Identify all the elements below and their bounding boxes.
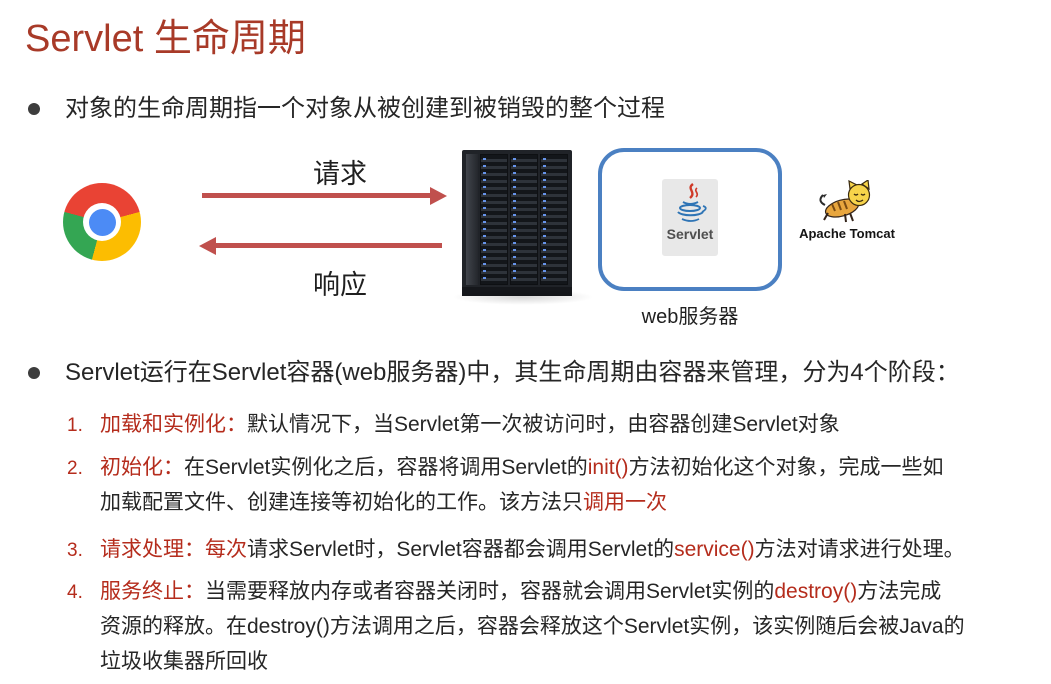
emphasis-text: 请求处理：: [100, 538, 205, 561]
server-rack-cabinet: [510, 154, 538, 285]
server-rack-image: [452, 150, 594, 305]
web-server-box: Servlet: [598, 148, 782, 291]
bullet-dot-icon: [28, 103, 40, 115]
lifecycle-stages: 1. 加载和实例化：默认情况下，当Servlet第一次被访问时，由容器创建Serv…: [67, 407, 1000, 679]
body-text: 方法对请求进行处理。: [754, 538, 965, 561]
body-text: 当需要释放内存或者容器关闭时，容器就会调用Servlet实例的: [205, 580, 775, 603]
body-text: 加载配置文件、创建连接等初始化的工作。该方法只: [100, 491, 583, 514]
emphasis-text: 每次: [205, 538, 247, 561]
web-server-label: web服务器: [641, 306, 739, 328]
body-text: 方法初始化这个对象，完成一些如: [628, 456, 944, 479]
server-rack-cabinet: [480, 154, 508, 285]
emphasis-text: service(): [674, 538, 755, 561]
server-rack-base: [462, 287, 572, 296]
java-servlet-logo: Servlet: [662, 179, 718, 256]
stage-text: 初始化：在Servlet实例化之后，容器将调用Servlet的init()方法初…: [100, 456, 944, 514]
lifecycle-stage-2: 2. 初始化：在Servlet实例化之后，容器将调用Servlet的init()方…: [67, 450, 1000, 520]
stage-number: 2.: [67, 458, 83, 479]
stage-text: 服务终止：当需要释放内存或者容器关闭时，容器就会调用Servlet实例的dest…: [100, 580, 965, 673]
request-arrowhead-icon: [430, 187, 447, 205]
emphasis-text: init(): [587, 456, 629, 479]
lifecycle-stage-1: 1. 加载和实例化：默认情况下，当Servlet第一次被访问时，由容器创建Serv…: [67, 407, 1000, 442]
body-text: 默认情况下，当Servlet第一次被访问时，由容器创建Servlet对象: [247, 413, 840, 436]
emphasis-text: 服务终止：: [100, 580, 205, 603]
response-arrowhead-icon: [199, 237, 216, 255]
bullet-dot-icon: [28, 367, 40, 379]
emphasis-text: 调用一次: [583, 491, 667, 514]
body-text: 方法完成: [857, 580, 942, 603]
lifecycle-stage-3: 3. 请求处理：每次请求Servlet时，Servlet容器都会调用Servlet…: [67, 532, 1000, 567]
emphasis-text: destroy(): [774, 580, 858, 603]
chrome-icon-blue-center: [88, 208, 116, 236]
emphasis-text: 加载和实例化：: [100, 413, 247, 436]
response-arrow: [214, 243, 442, 248]
stage-number: 1.: [67, 415, 83, 436]
java-cup-icon: [677, 183, 707, 222]
request-label: 请求: [313, 159, 367, 189]
stage-number: 3.: [67, 540, 83, 561]
stage-text: 加载和实例化：默认情况下，当Servlet第一次被访问时，由容器创建Servle…: [100, 413, 840, 436]
tomcat-cat-icon: [814, 178, 876, 228]
response-label: 响应: [313, 270, 367, 300]
servlet-logo-label: Servlet: [666, 226, 714, 242]
bullet-text-1: 对象的生命周期指一个对象从被创建到被销毁的整个过程: [65, 95, 665, 122]
server-rack-side-panel: [466, 154, 478, 285]
chrome-browser-icon: [63, 183, 141, 261]
bullet-item-1: 对象的生命周期指一个对象从被创建到被销毁的整个过程: [28, 94, 665, 124]
page-title: Servlet 生命周期: [25, 18, 306, 60]
body-text: 请求Servlet时，Servlet容器都会调用Servlet的: [247, 538, 675, 561]
emphasis-text: 初始化：: [100, 456, 184, 479]
stage-text: 请求处理：每次请求Servlet时，Servlet容器都会调用Servlet的s…: [100, 538, 965, 561]
bullet-item-2: Servlet运行在Servlet容器(web服务器)中，其生命周期由容器来管理…: [28, 358, 960, 388]
bullet-text-2: Servlet运行在Servlet容器(web服务器)中，其生命周期由容器来管理…: [65, 359, 960, 386]
tomcat-label: Apache Tomcat: [799, 226, 895, 241]
body-text: 垃圾收集器所回收: [100, 650, 268, 673]
body-text: 资源的释放。在destroy()方法调用之后，容器会释放这个Servlet实例，…: [100, 615, 965, 638]
lifecycle-stage-4: 4. 服务终止：当需要释放内存或者容器关闭时，容器就会调用Servlet实例的de…: [67, 574, 1000, 679]
body-text: 在Servlet实例化之后，容器将调用Servlet的: [184, 456, 588, 479]
request-arrow: [202, 193, 432, 198]
stage-number: 4.: [67, 582, 83, 603]
server-rack-cabinet: [540, 154, 568, 285]
